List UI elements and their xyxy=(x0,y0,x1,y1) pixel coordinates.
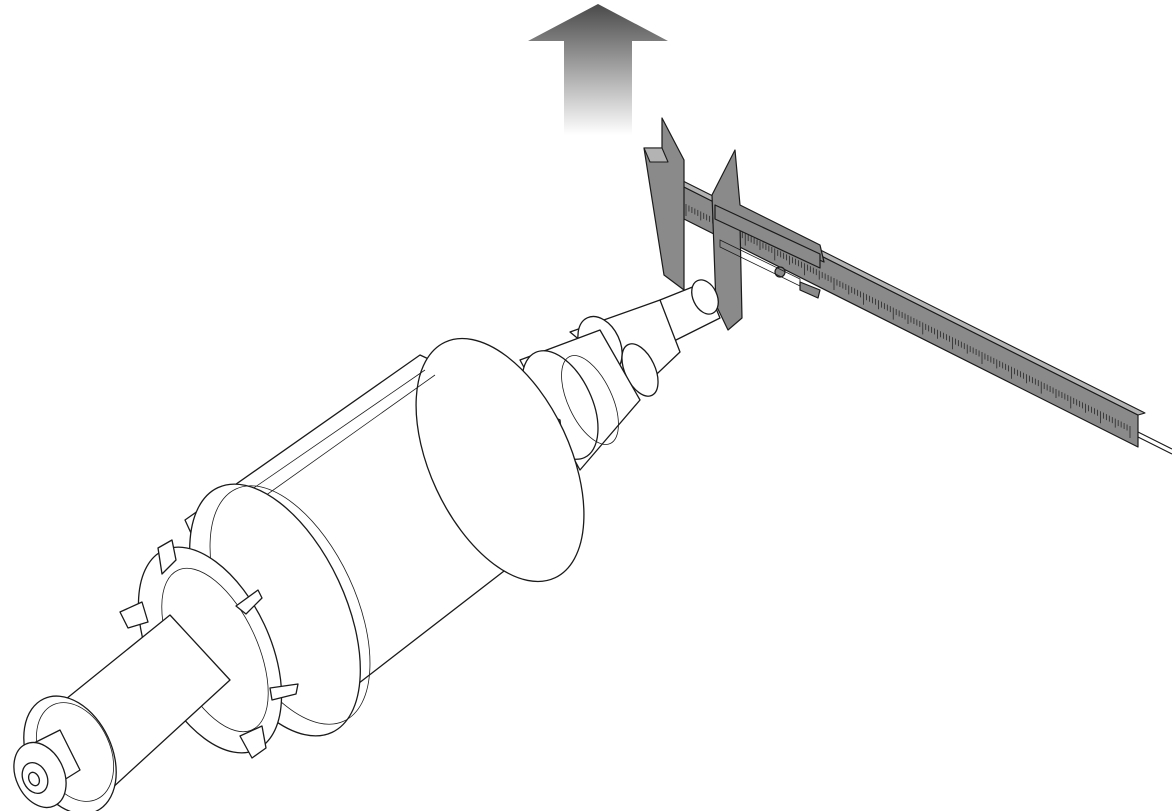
up-arrow-icon xyxy=(528,4,668,135)
rotor-shaft-icon xyxy=(13,279,721,811)
caliper-icon xyxy=(643,117,1172,455)
fan-vanes xyxy=(119,539,299,759)
